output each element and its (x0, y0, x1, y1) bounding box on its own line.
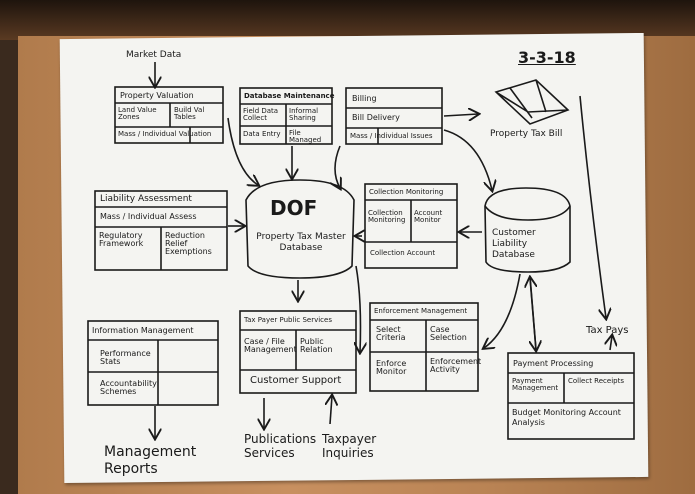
database-maintenance-title: Database Maintenance (244, 92, 335, 100)
database-maintenance-cell: Data Entry (243, 130, 281, 138)
property-valuation-box (114, 86, 224, 144)
enforcement-management-cell: Select Criteria (376, 325, 406, 342)
database-maintenance-cell: Informal Sharing (289, 107, 319, 122)
market-data-label: Market Data (126, 50, 182, 60)
management-reports-label: Management Reports (104, 444, 197, 477)
property-valuation-cell: Land Value Zones (118, 106, 157, 121)
information-management-title: Information Management (92, 326, 194, 335)
dof-title: DOF (270, 196, 318, 220)
enforcement-management-cell: Enforce Monitor (376, 359, 407, 376)
liability-assessment-title: Liability Assessment (100, 194, 192, 204)
billing-title: Billing (352, 94, 377, 103)
liability-assessment-cell: Reduction Relief Exemptions (165, 231, 212, 256)
billing-cell: Bill Delivery (352, 113, 400, 122)
taxpayer-inquiries-label: Taxpayer Inquiries (322, 432, 377, 461)
payment-processing-box (507, 352, 635, 440)
billing-box (345, 87, 443, 145)
collection-monitoring-title: Collection Monitoring (369, 188, 444, 196)
database-maintenance-cell: Field Data Collect (243, 107, 279, 122)
information-management-cell: Accountability Schemes (100, 379, 157, 396)
collection-monitoring-cell: Account Monitor (414, 209, 443, 224)
information-management-box (87, 320, 219, 406)
enforcement-management-title: Enforcement Management (374, 307, 468, 315)
enforcement-management-cell: Case Selection (430, 325, 467, 342)
enforcement-management-cell: Enforcement Activity (430, 357, 482, 374)
collection-monitoring-cell: Collection Monitoring (368, 209, 406, 224)
taxpayer-public-services-cell: Public Relation (300, 337, 333, 354)
taxpayer-public-services-cell: Case / File Management (244, 337, 297, 354)
payment-processing-cell: Collect Receipts (568, 377, 624, 385)
tax-pays-label: Tax Pays (586, 325, 629, 336)
dof-database-shape (245, 179, 355, 279)
payment-processing-title: Payment Processing (513, 359, 594, 368)
liability-assessment-cell: Mass / Individual Assess (100, 212, 197, 221)
billing-cell: Mass / Individual Issues (350, 132, 433, 140)
property-valuation-cell: Build Val Tables (174, 106, 205, 121)
taxpayer-public-services-cell: Customer Support (250, 375, 342, 386)
payment-processing-cell: Payment Management (512, 377, 559, 392)
property-tax-bill-label: Property Tax Bill (490, 129, 563, 139)
liability-assessment-cell: Regulatory Framework (99, 231, 144, 248)
property-valuation-cell: Mass / Individual Valuation (118, 130, 212, 138)
diagram-date: 3-3-18 (518, 48, 576, 67)
information-management-cell: Performance Stats (100, 349, 151, 366)
dof-database-label: Property Tax Master Database (256, 232, 346, 253)
customer-liability-database-label: Customer Liability Database (492, 228, 536, 260)
database-maintenance-cell: File Managed (289, 129, 322, 144)
customer-liability-database-shape (484, 187, 571, 273)
envelope-sketch (494, 79, 570, 125)
collection-monitoring-cell: Collection Account (370, 249, 436, 257)
publications-services-label: Publications Services (244, 432, 317, 461)
property-valuation-title: Property Valuation (120, 91, 194, 100)
payment-processing-cell: Budget Monitoring Account Analysis (512, 408, 621, 427)
enforcement-management-box (369, 302, 479, 392)
taxpayer-public-services-title: Tax Payer Public Services (244, 316, 332, 324)
